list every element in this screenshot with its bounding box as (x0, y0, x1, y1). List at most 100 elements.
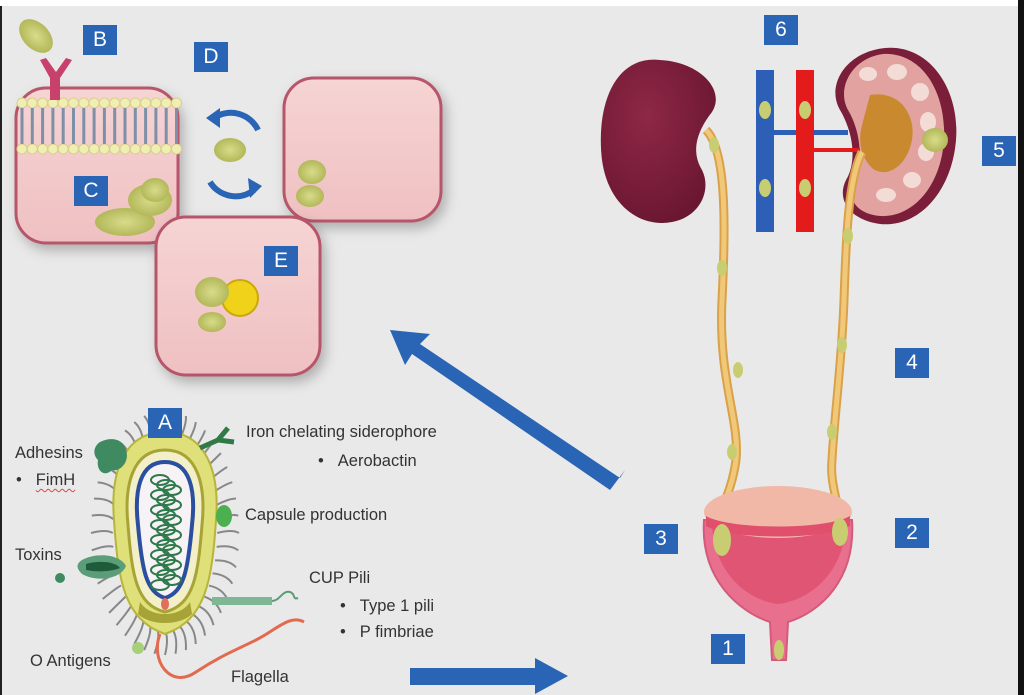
cup-pili-item-1: Type 1 pili (340, 597, 434, 616)
cup-pili-label: CUP Pili (309, 569, 371, 587)
fimh-text: FimH (35, 471, 76, 489)
label-box-a: A (148, 408, 182, 438)
label-box-e: E (264, 246, 298, 276)
capsule-label: Capsule production (245, 506, 388, 524)
flagellum (155, 618, 305, 679)
image-right-border (1018, 0, 1024, 695)
ureter-left (702, 126, 741, 522)
diagram-illustration (14, 19, 957, 694)
lipid-head (47, 143, 59, 155)
lipid-head (140, 143, 152, 155)
fimbria-hair (91, 514, 114, 520)
lipid-head (129, 143, 141, 155)
lipid-head (171, 97, 182, 109)
lipid-head (98, 97, 110, 109)
toxins-label: Toxins (15, 546, 62, 564)
lipid-head (160, 97, 172, 109)
cup-pili-item-2: P fimbriae (340, 623, 434, 642)
bacteria-intracellular-e (195, 277, 259, 332)
adhesins-item: FimH (16, 471, 75, 490)
lipid-head (16, 97, 28, 109)
fimbria-hair (212, 572, 234, 585)
fimbria-hair (216, 530, 240, 534)
fimbria-hair (186, 620, 197, 645)
cycle-arrow-head-bottom (248, 178, 262, 198)
lipid-head (119, 143, 131, 155)
cell-membrane-bilayer (16, 97, 182, 155)
fimbria-hair (115, 605, 132, 626)
fimbria-hair (93, 497, 116, 507)
lipid-head (150, 143, 162, 155)
lipid-head (68, 143, 79, 155)
kidney-left (600, 59, 716, 223)
lipid-head (140, 97, 152, 109)
lipid-head (160, 143, 172, 155)
host-receptor (40, 58, 72, 100)
fimbria-hair (216, 545, 239, 552)
dna-loop (150, 579, 170, 591)
label-box-4: 4 (895, 348, 929, 378)
toxin-structure (55, 555, 126, 583)
siderophore-structure (198, 426, 235, 451)
fimbria-hair (171, 628, 178, 654)
ureter-bacteria (709, 137, 853, 460)
arrow-to-cells (390, 330, 625, 490)
artery-vessel (796, 70, 860, 232)
aerobactin-text: Aerobactin (337, 452, 417, 470)
label-box-6: 6 (764, 15, 798, 45)
diagram-canvas: B D C E A 6 5 4 3 2 1 Adhesins FimH Toxi… (2, 6, 1018, 695)
bladder (702, 486, 854, 661)
bacterium-cell-a (90, 410, 240, 656)
siderophore-label: Iron chelating siderophore (246, 423, 437, 441)
lipid-head (68, 97, 79, 109)
o-antigen-structure (132, 642, 144, 654)
lipid-head (119, 97, 131, 109)
fimbria-hair (102, 584, 122, 600)
kidney-right-cross-section (835, 47, 957, 225)
lipid-head (98, 143, 110, 155)
lipid-head (37, 143, 49, 155)
lipid-head (78, 97, 90, 109)
fimbria-hair (124, 614, 138, 637)
fimbria-hair (91, 545, 114, 552)
label-box-1: 1 (711, 634, 745, 664)
cycle-arrow-head-top (206, 108, 220, 128)
type-1-pili-text: Type 1 pili (359, 597, 435, 615)
lipid-head (129, 97, 141, 109)
lipid-head (150, 97, 162, 109)
lipid-head (26, 97, 38, 109)
lipid-head (171, 143, 182, 155)
bacteria-colony-c (95, 178, 172, 236)
fimbria-hair (133, 621, 145, 645)
lipid-head (26, 143, 38, 155)
host-cell-d (282, 76, 443, 223)
bacteria-in-cell-d (296, 160, 326, 207)
image-left-border (0, 6, 2, 695)
fimbria-hair (192, 613, 206, 636)
lipid-head (109, 97, 121, 109)
bacterium-at-receptor (19, 19, 53, 53)
adhesins-label: Adhesins (15, 444, 83, 462)
lipid-head (37, 97, 49, 109)
adhesin-structure (94, 439, 127, 474)
label-box-c: C (74, 176, 108, 206)
lipid-head (57, 143, 69, 155)
cup-pili-structure (212, 590, 299, 605)
fimbria-hair (208, 584, 229, 600)
fimbria-hair (214, 497, 237, 507)
label-box-d: D (194, 42, 228, 72)
p-fimbriae-text: P fimbriae (359, 623, 434, 641)
siderophore-item: Aerobactin (318, 452, 417, 471)
fimbria-hair (108, 595, 127, 614)
lipid-head (88, 97, 100, 109)
fimbria-hair (198, 605, 215, 626)
arrow-to-urinary-tract (410, 658, 568, 694)
label-box-2: 2 (895, 518, 929, 548)
flagella-label: Flagella (231, 668, 289, 686)
lipid-head (88, 143, 100, 155)
fimbria-hair (143, 626, 152, 651)
label-box-3: 3 (644, 524, 678, 554)
bacterium-transit-d (214, 138, 246, 162)
capsule-blob (216, 505, 232, 527)
lipid-head (78, 143, 90, 155)
